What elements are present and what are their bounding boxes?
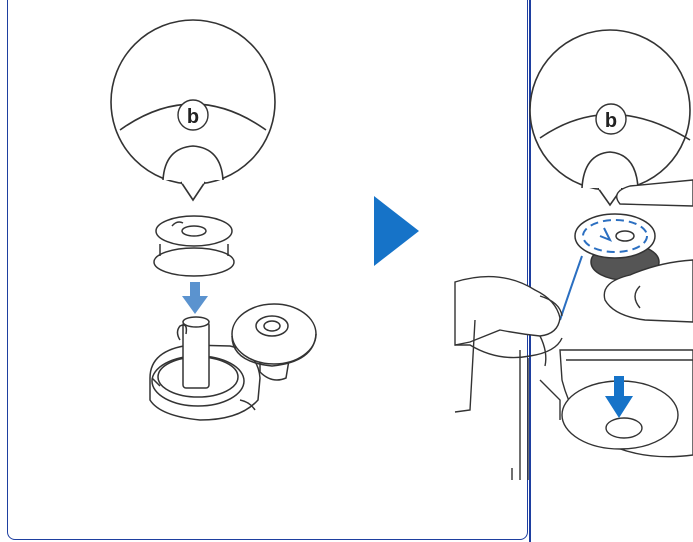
left-hand	[455, 277, 562, 412]
right-badge-letter: b	[605, 110, 617, 132]
machine-bobbin-area	[512, 350, 693, 480]
left-badge-letter: b	[187, 106, 199, 128]
play-triangle-icon	[374, 196, 419, 266]
left-bobbin	[154, 216, 234, 276]
thread	[560, 256, 582, 320]
left-bobbin-b-badge: b	[178, 100, 208, 130]
right-bobbin-b-badge: b	[596, 104, 626, 134]
down-arrow-icon	[182, 282, 208, 314]
